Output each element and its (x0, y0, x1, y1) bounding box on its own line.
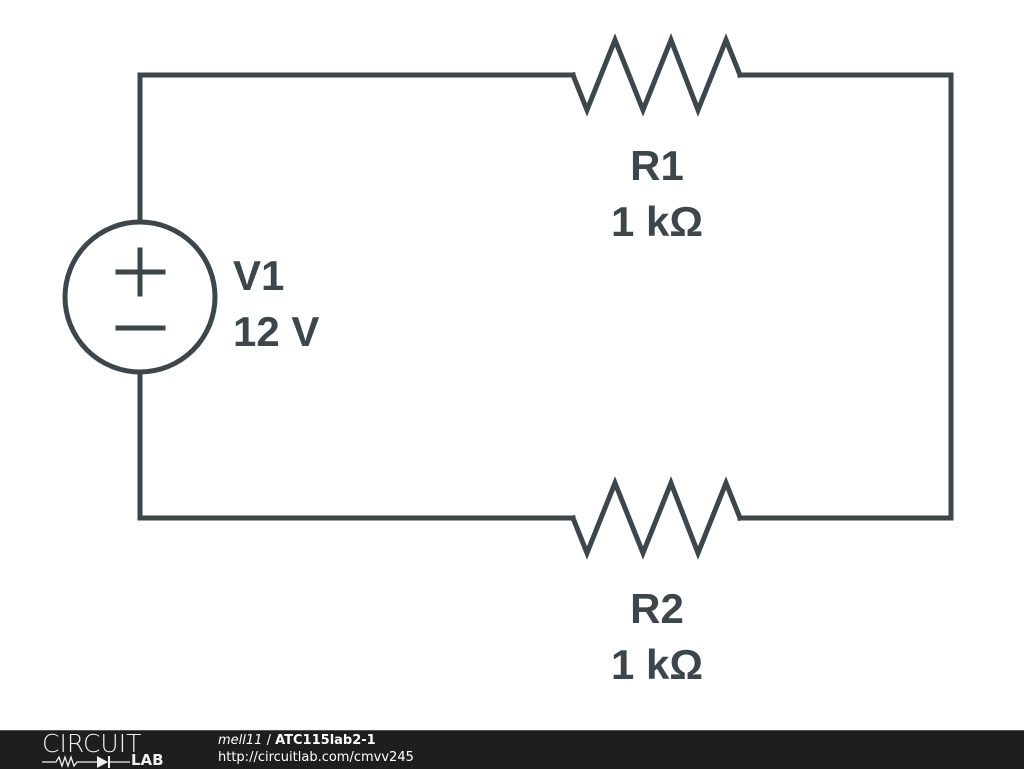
r1-name-label: R1 (630, 142, 684, 189)
resistor-r2[interactable]: R2 1 kΩ (569, 476, 744, 688)
plus-icon (115, 247, 166, 297)
wire-top-right (737, 72, 954, 521)
v1-name-label: V1 (233, 252, 284, 299)
path-separator: / (262, 733, 276, 748)
circuitlab-logo-symbol-icon (42, 754, 130, 769)
v1-value-label: 12 V (233, 308, 319, 355)
voltage-source-circle (62, 219, 218, 375)
r2-value-label: 1 kΩ (611, 641, 703, 688)
circuitlab-logo-lab: LAB (131, 751, 164, 769)
project-title-line: mell11 / ATC115lab2-1 (218, 733, 376, 749)
circuit-schematic: R1 1 kΩ R2 1 kΩ V1 12 V (62, 33, 954, 688)
circuitlab-logo-text[interactable]: CIRCUIT (42, 729, 142, 758)
project-name[interactable]: ATC115lab2-1 (275, 733, 376, 748)
wire-top-left (137, 72, 576, 225)
resistor-r1[interactable]: R1 1 kΩ (569, 33, 744, 245)
footer-bar: CIRCUIT LAB mell11 / ATC115lab2-1 http:/… (0, 730, 1024, 769)
voltage-source-v1[interactable]: V1 12 V (62, 219, 319, 375)
wire-bottom-left (137, 369, 576, 521)
r2-name-label: R2 (630, 585, 684, 632)
project-url[interactable]: http://circuitlab.com/cmvv245 (218, 750, 414, 765)
r1-value-label: 1 kΩ (611, 198, 703, 245)
resistor-r2-symbol (569, 476, 744, 560)
resistor-r1-symbol (569, 33, 744, 117)
username-link[interactable]: mell11 (218, 733, 263, 748)
